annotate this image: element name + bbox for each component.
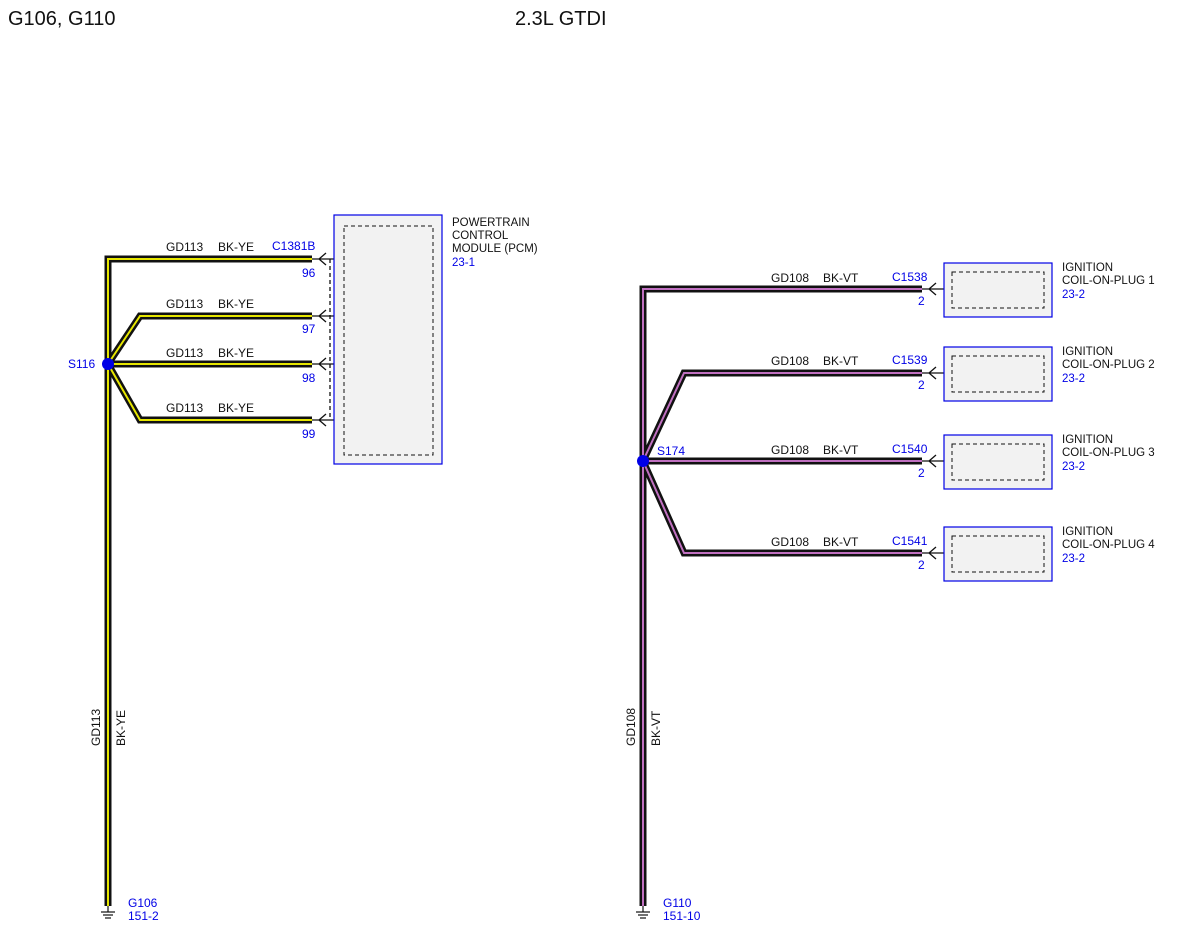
coil-label-line-2: COIL-ON-PLUG 4 xyxy=(1062,539,1155,551)
coil-label-line-1: IGNITION xyxy=(1062,526,1113,538)
page-title: G106, G110 xyxy=(8,8,116,30)
coil-connector-label[interactable]: C1540 xyxy=(892,442,928,456)
vertical-circuit-label: GD113 xyxy=(89,709,103,746)
wire-circuit-label: GD113 xyxy=(166,240,203,254)
ground-symbol-icon xyxy=(101,906,115,919)
coil-ref-link[interactable]: 23-2 xyxy=(1062,461,1085,473)
pcm-connector-label[interactable]: C1381B xyxy=(272,239,315,253)
coil-connector-label[interactable]: C1539 xyxy=(892,353,928,367)
coil-label-line-1: IGNITION xyxy=(1062,434,1113,446)
engine-title: 2.3L GTDI xyxy=(515,8,607,30)
coil-label-line-2: COIL-ON-PLUG 2 xyxy=(1062,359,1155,371)
wire-color-label: BK-VT xyxy=(823,443,859,457)
ignition-coil-3[interactable] xyxy=(943,434,1053,490)
wire-color-label: BK-YE xyxy=(218,297,254,311)
wire-circuit-label: GD108 xyxy=(771,271,809,285)
splice-dot xyxy=(102,358,114,370)
wire-color-label: BK-YE xyxy=(218,240,254,254)
splice-label[interactable]: S174 xyxy=(657,444,685,458)
wire-color-label: BK-YE xyxy=(218,346,254,360)
pin-number: 98 xyxy=(302,371,316,385)
wire-circuit-label: GD108 xyxy=(771,535,809,549)
pin-number: 2 xyxy=(918,558,925,572)
ground-ref-link[interactable]: 151-2 xyxy=(128,909,159,923)
pcm-ref-link[interactable]: 23-1 xyxy=(452,257,475,269)
pin-number: 96 xyxy=(302,266,316,280)
coil-label-line-2: COIL-ON-PLUG 1 xyxy=(1062,275,1155,287)
coil-connector-label[interactable]: C1538 xyxy=(892,270,928,284)
pin-number: 2 xyxy=(918,466,925,480)
ground-symbol-icon xyxy=(636,906,650,919)
splice-label[interactable]: S116 xyxy=(68,357,95,371)
pin-number: 2 xyxy=(918,294,925,308)
coil-pin-arrows xyxy=(922,282,944,560)
pin-number: 99 xyxy=(302,427,316,441)
ignition-coil-1[interactable] xyxy=(943,262,1053,318)
wire-circuit-label: GD113 xyxy=(166,346,203,360)
left-wire-harness xyxy=(104,255,312,906)
coil-label-line-1: IGNITION xyxy=(1062,346,1113,358)
wire-circuit-label: GD113 xyxy=(166,401,203,415)
right-wire-harness xyxy=(639,285,922,906)
wire-circuit-label: GD113 xyxy=(166,297,203,311)
pcm-label-line-2: CONTROL xyxy=(452,230,509,242)
pcm-label-line-3: MODULE (PCM) xyxy=(452,243,538,255)
wire-color-label: BK-VT xyxy=(823,535,859,549)
ground-label[interactable]: G110 xyxy=(663,896,692,910)
coil-label-line-1: IGNITION xyxy=(1062,262,1113,274)
pcm-module[interactable] xyxy=(333,214,443,465)
wire-color-label: BK-YE xyxy=(218,401,254,415)
coil-ref-link[interactable]: 23-2 xyxy=(1062,553,1085,565)
pin-number: 2 xyxy=(918,378,925,392)
wire-circuit-label: GD108 xyxy=(771,443,809,457)
coil-label-line-2: COIL-ON-PLUG 3 xyxy=(1062,447,1155,459)
coil-ref-link[interactable]: 23-2 xyxy=(1062,289,1085,301)
ignition-coil-2[interactable] xyxy=(943,346,1053,402)
coil-ref-link[interactable]: 23-2 xyxy=(1062,373,1085,385)
pcm-label-line-1: POWERTRAIN xyxy=(452,217,530,229)
ground-ref-link[interactable]: 151-10 xyxy=(663,909,701,923)
vertical-color-label: BK-VT xyxy=(649,710,663,746)
splice-dot xyxy=(637,455,649,467)
ignition-coil-4[interactable] xyxy=(943,526,1053,582)
vertical-color-label: BK-YE xyxy=(114,710,128,746)
coil-connector-label[interactable]: C1541 xyxy=(892,534,928,548)
wire-color-label: BK-VT xyxy=(823,271,859,285)
wire-circuit-label: GD108 xyxy=(771,354,809,368)
vertical-circuit-label: GD108 xyxy=(624,708,638,746)
ground-label[interactable]: G106 xyxy=(128,896,158,910)
wire-color-label: BK-VT xyxy=(823,354,859,368)
pin-number: 97 xyxy=(302,322,316,336)
